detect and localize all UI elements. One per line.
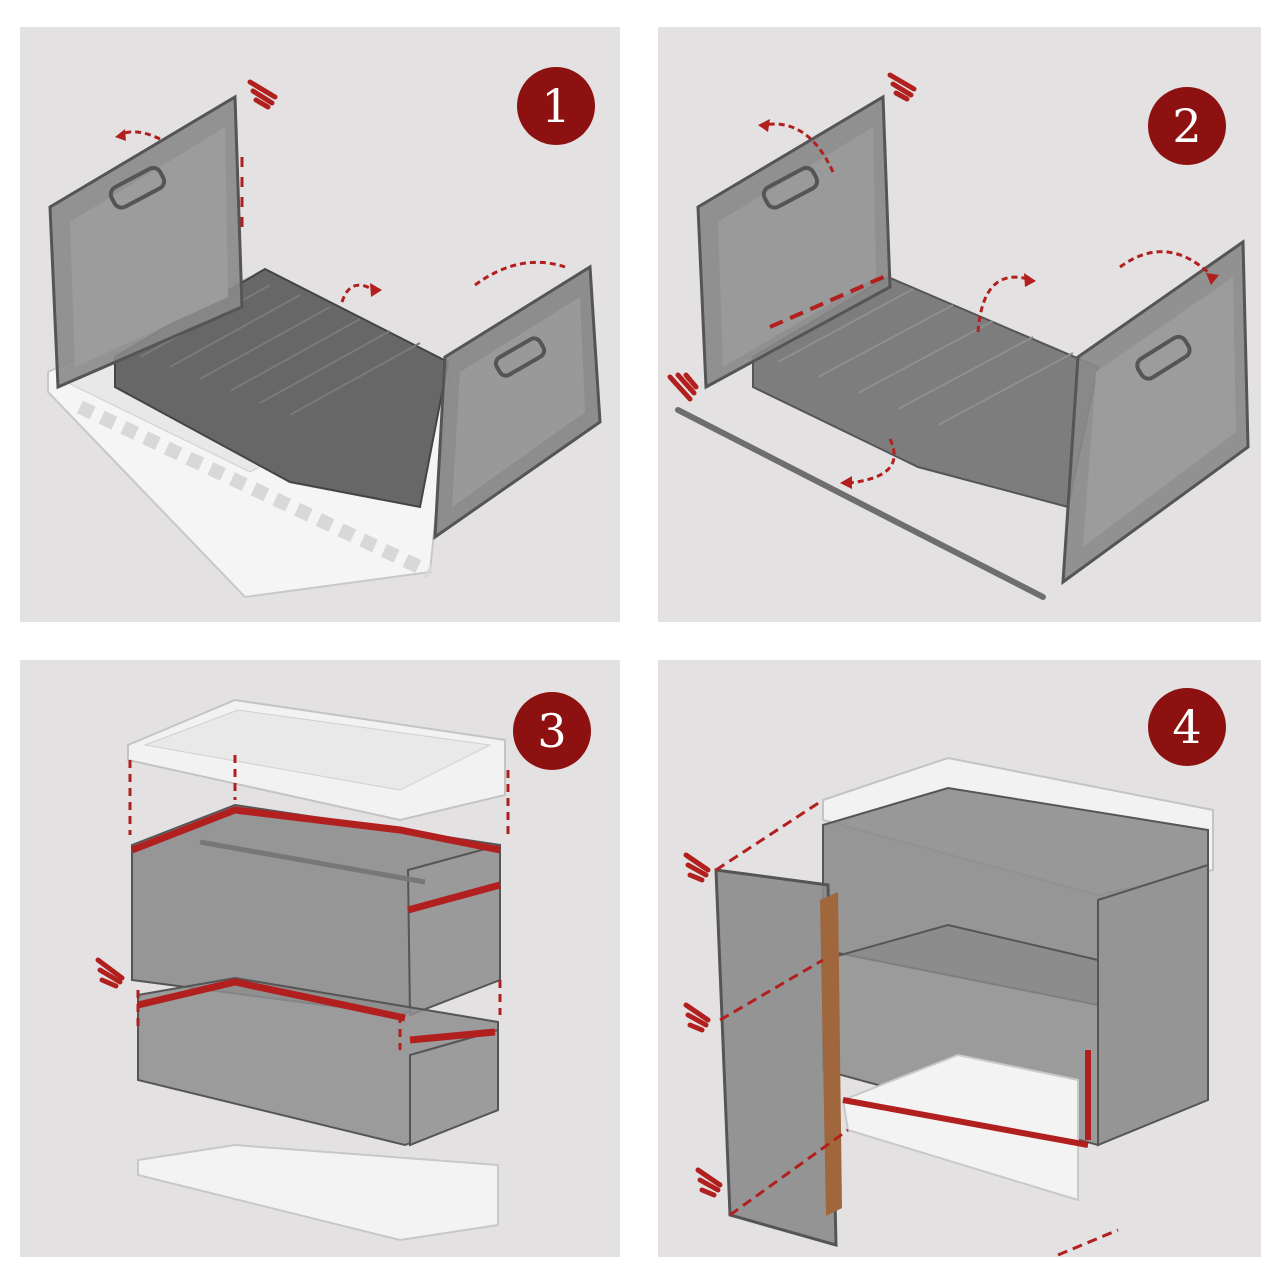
- click-motion-lines-icon: [95, 957, 125, 989]
- arrow-head-icon: [370, 283, 382, 297]
- dashed-curved-arrow-icon: [340, 283, 373, 303]
- side-panel-face: [452, 297, 585, 507]
- click-motion-lines-icon: [695, 1167, 723, 1198]
- dashed-curved-arrow-icon: [1119, 250, 1215, 279]
- handle-icon: [108, 165, 167, 210]
- handle-icon: [1135, 334, 1192, 381]
- front-door: [714, 868, 838, 1247]
- step-3-illustration: [95, 698, 510, 1242]
- red-connector-edge: [130, 806, 501, 854]
- click-motion-lines-icon: [683, 1002, 711, 1033]
- step-number-badge: 2: [1148, 87, 1226, 165]
- side-panel-face: [1083, 277, 1236, 547]
- step-number-badge: 1: [517, 67, 595, 145]
- click-motion-lines-icon: [887, 72, 917, 102]
- dashed-curved-arrow-icon: [474, 260, 566, 287]
- board-ribs: [777, 288, 1074, 426]
- base-teeth: [77, 400, 433, 579]
- dashed-guide-line: [715, 798, 1119, 1257]
- click-motion-lines-icon: [247, 79, 278, 110]
- step-1-panel: 1: [20, 27, 620, 622]
- click-motion-lines-icon: [667, 372, 699, 402]
- step-4-illustration: [683, 756, 1214, 1257]
- base-tray: [841, 1053, 1079, 1202]
- back-panel-face: [718, 127, 876, 367]
- top-lid-surface: [143, 709, 492, 791]
- base-tray: [137, 1143, 499, 1242]
- hanging-rod: [675, 407, 1046, 600]
- red-connector-edge: [407, 881, 501, 914]
- step-2-illustration: [667, 72, 1250, 600]
- arrow-head-icon: [840, 476, 852, 489]
- handle-icon: [493, 336, 547, 378]
- dashed-curved-arrow-icon: [762, 122, 835, 173]
- step-4-panel: 4: [658, 660, 1261, 1257]
- handle-icon: [761, 165, 820, 210]
- arrow-head-icon: [1206, 273, 1219, 285]
- arrow-head-icon: [115, 129, 126, 141]
- dashed-curved-arrow-icon: [847, 438, 896, 485]
- red-connector-edge: [137, 978, 406, 1022]
- red-connector-edge: [409, 1028, 496, 1044]
- dashed-curved-arrow-icon: [119, 130, 161, 141]
- click-motion-lines-icon: [683, 852, 711, 883]
- red-connector-edge: [842, 1097, 1089, 1148]
- dashed-guide-line: [128, 755, 510, 1050]
- lower-box-side: [409, 1028, 499, 1147]
- hanging-rod: [199, 839, 426, 885]
- arrow-head-icon: [758, 119, 770, 132]
- cabinet-side: [1097, 863, 1209, 1147]
- step-1-illustration: [47, 79, 602, 599]
- upper-box-side: [406, 843, 501, 1017]
- door-hinge-strip: [820, 892, 842, 1216]
- arrow-head-icon: [1024, 273, 1036, 287]
- back-panel-face: [70, 127, 228, 367]
- bottom-board: [114, 267, 450, 509]
- step-number-badge: 3: [513, 692, 591, 770]
- step-3-panel: 3: [20, 660, 620, 1257]
- step-2-panel: 2: [658, 27, 1261, 622]
- dashed-curved-arrow-icon: [976, 275, 1029, 333]
- step-number-badge: 4: [1148, 688, 1226, 766]
